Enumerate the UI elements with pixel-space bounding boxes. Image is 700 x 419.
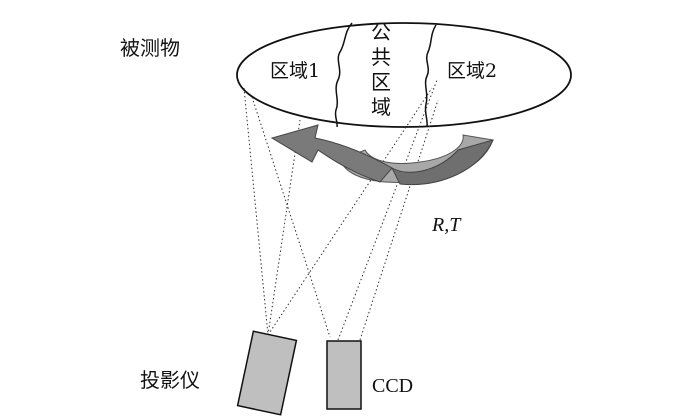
measured-object-ellipse [236,22,572,128]
projector-rays [243,87,433,338]
measured-object-label: 被测物 [120,36,180,60]
region-boundary-left [334,22,353,128]
projector-device [236,330,298,416]
rt-arrow-front-tail [390,139,494,186]
ccd-label: CCD [372,375,414,397]
rt-arrow-front [270,124,393,183]
rotation-translation-label: R,T [432,214,461,236]
projector-label: 投影仪 [140,368,200,392]
ccd-device [326,340,362,410]
common-region-label: 公共区域 [371,20,391,119]
region2-label: 区域2 [447,60,498,82]
region1-label: 区域1 [270,60,321,82]
